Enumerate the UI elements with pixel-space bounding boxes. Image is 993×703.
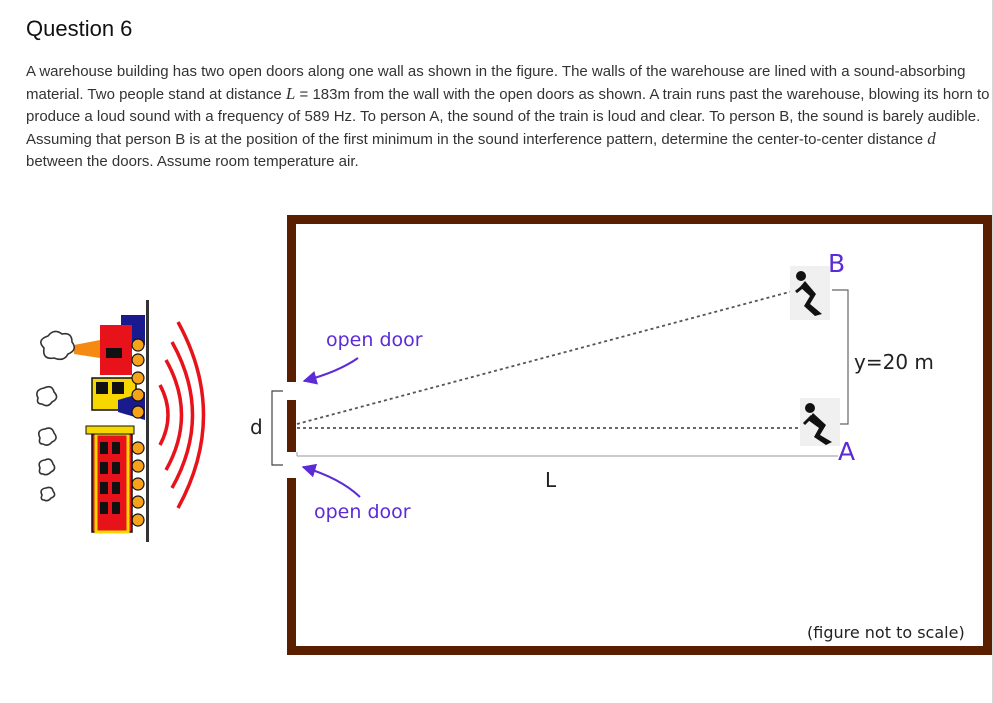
sound-paths	[296, 286, 838, 457]
label-open-door-bottom: open door	[314, 501, 411, 523]
door-distance-bracket	[271, 390, 283, 466]
label-L: L	[545, 468, 557, 492]
person-b-icon	[790, 266, 830, 320]
question-text-part-3: between the doors. Assume room temperatu…	[26, 153, 359, 170]
smoke-puffs	[36, 330, 76, 502]
variable-L: L	[285, 84, 296, 103]
variable-d: d	[927, 129, 936, 148]
train-icon	[74, 300, 149, 542]
question-text-part-2: from the wall with the open doors as sho…	[26, 86, 990, 148]
distance-L-value: 183m	[312, 86, 350, 103]
arrow-open-door-bottom	[301, 463, 361, 498]
warehouse-walls	[287, 215, 992, 655]
equals-sign: =	[295, 86, 313, 103]
label-person-a: A	[838, 437, 855, 466]
label-person-b: B	[828, 249, 845, 278]
label-open-door-top: open door	[326, 329, 423, 351]
sound-waves	[158, 321, 206, 509]
label-d: d	[250, 415, 263, 439]
question-text: A warehouse building has two open doors …	[26, 61, 992, 173]
person-a-icon	[800, 398, 840, 446]
label-y: y=20 m	[854, 350, 934, 374]
arrow-open-door-top	[302, 357, 359, 385]
question-text-part-1: A warehouse building has two open doors …	[26, 63, 966, 103]
question-title: Question 6	[26, 16, 133, 41]
figure-not-to-scale-note: (figure not to scale)	[807, 623, 965, 642]
